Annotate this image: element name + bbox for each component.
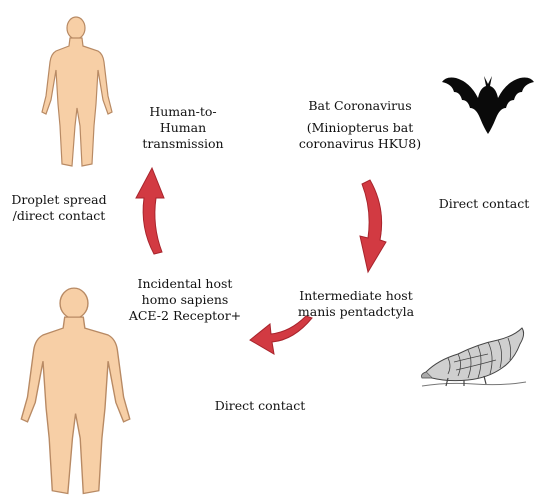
intermediate-host-label: Intermediate host manis pentadctyla — [286, 288, 426, 320]
human-figure-icon — [36, 14, 116, 170]
bat-coronavirus-label: Bat Coronavirus (Miniopterus bat coronav… — [290, 98, 430, 152]
curved-arrow-icon — [356, 178, 404, 276]
pangolin-icon — [418, 320, 530, 392]
direct-contact-bottom-label: Direct contact — [208, 398, 312, 414]
human-to-human-label: Human-to- Human transmission — [130, 104, 236, 152]
curved-arrow-icon — [246, 314, 316, 364]
droplet-spread-label: Droplet spread /direct contact — [4, 192, 114, 224]
direct-contact-right-label: Direct contact — [434, 196, 534, 212]
incidental-host-label: Incidental host homo sapiens ACE-2 Recep… — [124, 276, 246, 324]
curved-arrow-icon — [128, 164, 168, 258]
human-figure-icon — [12, 284, 136, 499]
bat-icon — [440, 72, 536, 138]
